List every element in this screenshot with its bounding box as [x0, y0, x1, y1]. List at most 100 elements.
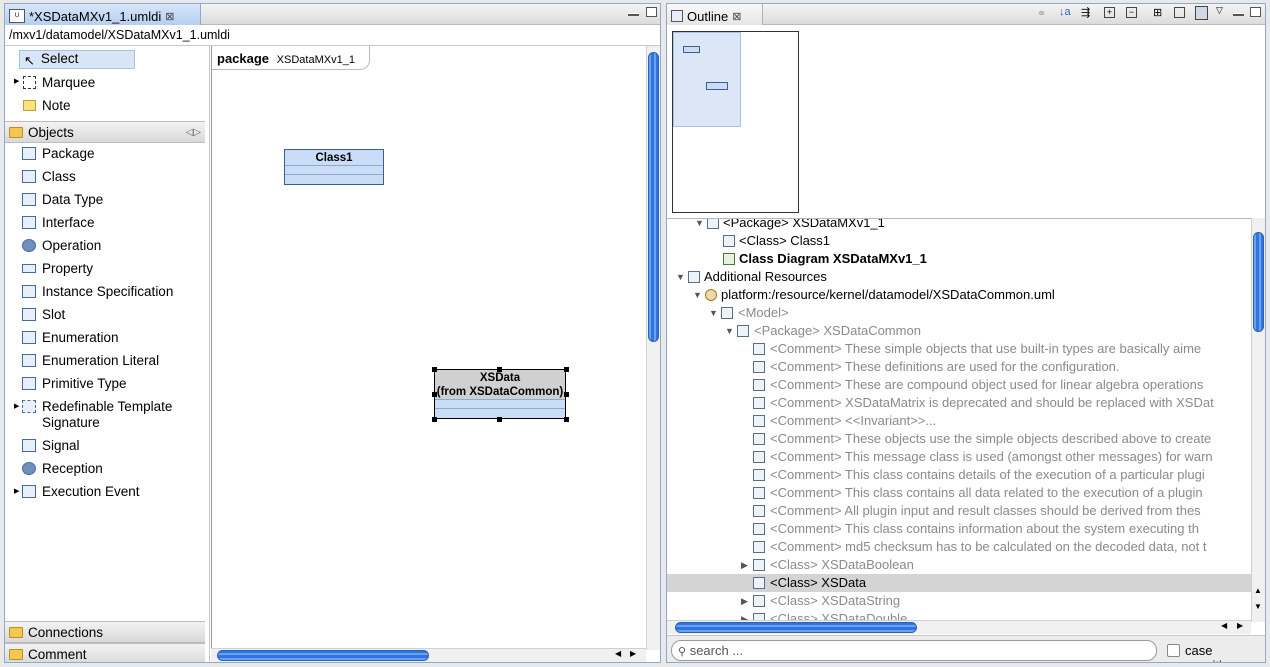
collapsed-arrow-icon[interactable]: ▶	[741, 560, 748, 570]
scroll-up-icon[interactable]: ▲	[1254, 586, 1262, 595]
scroll-thumb[interactable]	[675, 622, 917, 633]
pin-icon[interactable]: ◁▷	[185, 126, 201, 138]
selection-handle[interactable]	[432, 392, 437, 397]
expanded-arrow-icon[interactable]: ▼	[695, 218, 704, 228]
case-sensitive-checkbox[interactable]	[1167, 644, 1180, 657]
canvas-horizontal-scrollbar[interactable]: ◀ ▶	[211, 648, 646, 662]
tree-row[interactable]: <Comment> This class contains informatio…	[667, 520, 1251, 538]
expanded-arrow-icon[interactable]: ▼	[725, 326, 734, 336]
tree-row[interactable]: <Comment> These objects use the simple o…	[667, 430, 1251, 448]
palette-item-signal[interactable]: Signal	[5, 436, 205, 458]
palette-item-enumeration[interactable]: Enumeration	[5, 328, 205, 350]
sort-alphabetical-icon[interactable]: ↓a	[1059, 6, 1071, 18]
collapse-all-icon[interactable]: −	[1126, 7, 1137, 18]
tree-row-selected[interactable]: <Class> XSData	[667, 574, 1251, 592]
tree-row[interactable]: ▼platform:/resource/kernel/datamodel/XSD…	[667, 286, 1251, 304]
selection-handle[interactable]	[564, 392, 569, 397]
tree-row[interactable]: <Comment> <<Invariant>>...	[667, 412, 1251, 430]
editor-tab[interactable]: U *XSDataMXv1_1.umldi ⊠	[5, 4, 201, 25]
expanded-arrow-icon[interactable]: ▼	[676, 272, 685, 282]
tree-row[interactable]: ▶<Class> XSDataString	[667, 592, 1251, 610]
scroll-thumb[interactable]	[217, 650, 429, 661]
scroll-right-icon[interactable]: ▶	[630, 649, 637, 658]
palette-item-slot[interactable]: Slot	[5, 305, 205, 327]
scroll-left-icon[interactable]: ◀	[615, 649, 622, 658]
palette-item-package[interactable]: Package	[5, 144, 205, 166]
palette-item-instance-specification[interactable]: Instance Specification	[5, 282, 205, 304]
xsdata-box[interactable]: XSData (from XSDataCommon)	[434, 369, 566, 419]
tree-row[interactable]: <Comment> This class contains details of…	[667, 466, 1251, 484]
expanded-arrow-icon[interactable]: ▼	[709, 308, 718, 318]
palette-item-enumeration-literal[interactable]: Enumeration Literal	[5, 351, 205, 373]
tree-row[interactable]: ▶<Class> XSDataBoolean	[667, 556, 1251, 574]
diagram-canvas[interactable]: package XSDataMXv1_1 Class1 XSData (from…	[211, 46, 646, 648]
palette-item-operation[interactable]: Operation	[5, 236, 205, 258]
overview-thumbnail[interactable]	[672, 31, 799, 213]
scroll-left-icon[interactable]: ◀	[1221, 621, 1228, 630]
tree-row[interactable]: ▼<Package> XSDataCommon	[667, 322, 1251, 340]
outline-tree[interactable]: ▼<Package> XSDataMXv1_1 <Class> Class1 C…	[667, 218, 1251, 622]
palette-item-data-type[interactable]: Data Type	[5, 190, 205, 212]
palette-tool-select[interactable]: ↖ Select	[19, 50, 135, 69]
collapsed-arrow-icon[interactable]: ▶	[741, 614, 748, 622]
scroll-thumb[interactable]	[1253, 232, 1264, 332]
connections-drawer[interactable]: Connections	[5, 621, 205, 643]
minimize-icon[interactable]	[1233, 13, 1244, 16]
outline-vertical-scrollbar[interactable]: ▲ ▼	[1251, 218, 1265, 622]
minimize-icon[interactable]	[628, 13, 639, 16]
tree-row[interactable]: ▼Additional Resources	[667, 268, 1251, 286]
palette-item-primitive-type[interactable]: Primitive Type	[5, 374, 205, 396]
scroll-down-icon[interactable]: ▼	[1254, 602, 1262, 611]
expanded-arrow-icon[interactable]: ▼	[693, 290, 702, 300]
tree-row[interactable]: <Comment> These definitions are used for…	[667, 358, 1251, 376]
palette-item-execution-event[interactable]: ▶ Execution Event	[5, 482, 205, 504]
selection-handle[interactable]	[497, 367, 502, 372]
objects-drawer[interactable]: Objects ◁▷	[5, 121, 205, 143]
tree-row[interactable]: <Comment> This class contains all data r…	[667, 484, 1251, 502]
palette-tool-note[interactable]: Note	[5, 96, 205, 118]
tree-row[interactable]: <Comment> md5 checksum has to be calcula…	[667, 538, 1251, 556]
expand-all-icon[interactable]: +	[1104, 7, 1115, 18]
tree-row[interactable]: ▼<Package> XSDataMXv1_1	[667, 218, 1251, 232]
tree-row[interactable]: ▼<Model>	[667, 304, 1251, 322]
canvas-vertical-scrollbar[interactable]	[646, 46, 660, 650]
scroll-right-icon[interactable]: ▶	[1237, 621, 1244, 630]
show-tree-icon[interactable]	[1195, 6, 1208, 20]
selection-handle[interactable]	[432, 367, 437, 372]
maximize-icon[interactable]	[1250, 7, 1261, 17]
tree-row[interactable]: <Comment> These are compound object used…	[667, 376, 1251, 394]
hierarchy-icon[interactable]: ⊞	[1153, 7, 1163, 19]
class1-box[interactable]: Class1	[284, 149, 384, 185]
tree-row[interactable]: <Class> Class1	[667, 232, 1251, 250]
close-icon[interactable]: ⊠	[165, 10, 175, 23]
filter-icon[interactable]: ⇶	[1081, 7, 1091, 19]
tree-row[interactable]: ▶<Class> XSDataDouble	[667, 610, 1251, 622]
search-input[interactable]: ⚲ search ...	[671, 640, 1157, 661]
palette-item-interface[interactable]: Interface	[5, 213, 205, 235]
signal-icon	[22, 439, 36, 452]
palette-item-reception[interactable]: Reception	[5, 459, 205, 481]
tree-row[interactable]: <Comment> This message class is used (am…	[667, 448, 1251, 466]
view-menu-icon[interactable]: ▽	[1216, 5, 1223, 15]
outline-tab[interactable]: Outline ⊠	[667, 4, 763, 25]
show-overview-icon[interactable]	[1174, 7, 1185, 18]
palette-item-property[interactable]: Property	[5, 259, 205, 281]
collapsed-arrow-icon[interactable]: ▶	[741, 596, 748, 606]
close-icon[interactable]: ⊠	[732, 10, 742, 23]
maximize-icon[interactable]	[646, 7, 657, 17]
selection-handle[interactable]	[564, 417, 569, 422]
selection-handle[interactable]	[497, 417, 502, 422]
tree-row[interactable]: Class Diagram XSDataMXv1_1	[667, 250, 1251, 268]
outline-horizontal-scrollbar[interactable]: ◀ ▶	[667, 620, 1251, 634]
selection-handle[interactable]	[432, 417, 437, 422]
tree-row[interactable]: <Comment> XSDataMatrix is deprecated and…	[667, 394, 1251, 412]
link-icon[interactable]: ⚭	[1037, 8, 1047, 20]
scroll-thumb[interactable]	[648, 52, 659, 342]
palette-item-class[interactable]: Class	[5, 167, 205, 189]
palette-tool-marquee[interactable]: ▶ Marquee	[5, 73, 205, 95]
tree-row[interactable]: <Comment> These simple objects that use …	[667, 340, 1251, 358]
tree-row[interactable]: <Comment> All plugin input and result cl…	[667, 502, 1251, 520]
comment-drawer[interactable]: Comment	[5, 643, 205, 662]
selection-handle[interactable]	[564, 367, 569, 372]
